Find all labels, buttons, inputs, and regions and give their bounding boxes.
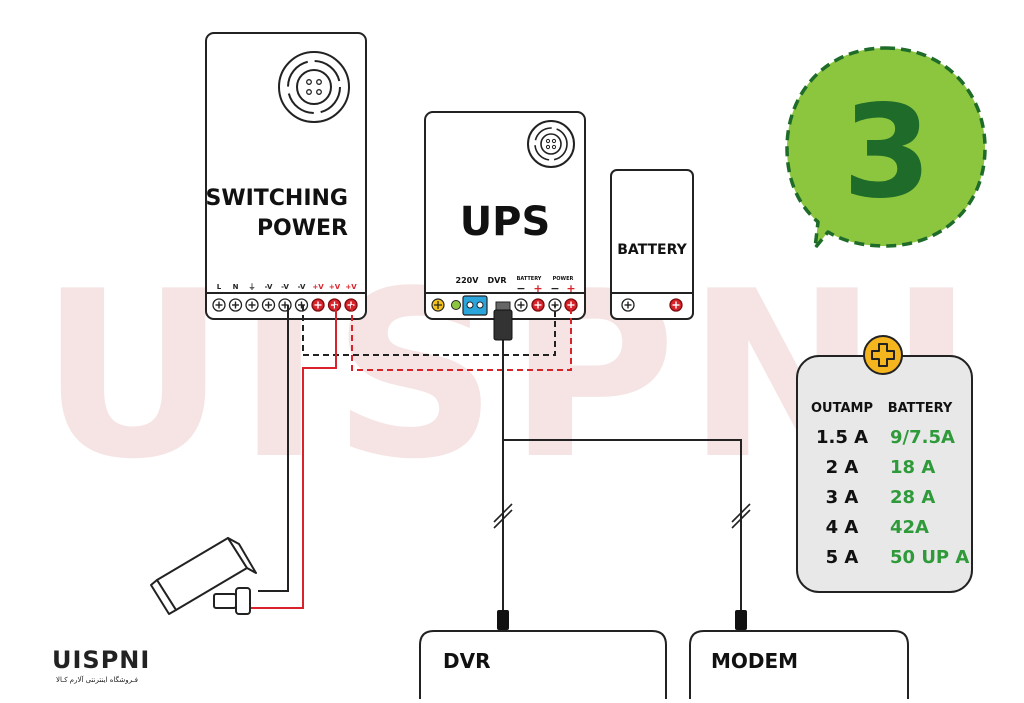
screw-terminal <box>245 298 259 312</box>
table-cell-outamp: 1.5 A <box>816 427 868 448</box>
svg-text:−: − <box>516 282 525 295</box>
svg-text:+: + <box>533 282 542 295</box>
terminal-label: -V <box>298 283 306 291</box>
terminal-label: N <box>233 283 239 291</box>
ups-output-terminals <box>514 298 578 312</box>
table-cell-outamp: 2 A <box>826 457 859 478</box>
amperage-table: OUTAMP BATTERY 1.5 A 9/7.5A 2 A 18 A 3 A 28 A… <box>796 335 973 593</box>
screw-terminal <box>514 298 528 312</box>
switching-power-terminals <box>212 298 358 312</box>
ups-ac-input-socket <box>462 295 488 316</box>
battery-unit: BATTERY <box>610 169 694 320</box>
table-cell-battery: 18 A <box>890 457 935 478</box>
terminal-label: ⏚ <box>249 283 256 291</box>
dc-jack-plug <box>493 301 513 341</box>
ups-title: UPS <box>460 199 551 245</box>
table-cell-outamp: 5 A <box>826 547 859 568</box>
ups-label-220v: 220V <box>456 276 480 285</box>
battery-title: BATTERY <box>617 242 687 258</box>
ups-polarity-marks: − + − + <box>516 282 575 295</box>
step-number: 3 <box>842 78 931 227</box>
ups-label-dvr: DVR <box>488 276 507 285</box>
ups-label-power: POWER <box>553 276 574 282</box>
table-cell-battery: 42A <box>890 517 929 538</box>
ups-label-battery: BATTERY <box>517 276 542 282</box>
terminal-label: +V <box>312 283 324 291</box>
fan-icon <box>278 51 350 123</box>
step-badge: 3 <box>785 46 987 250</box>
switching-power-title-line1: SWITCHING <box>205 186 348 211</box>
ups-unit: UPS 220V DVR BATTERY POWER − + − + <box>424 111 586 320</box>
logo-text: UISPNI <box>52 646 150 674</box>
screw-terminal <box>564 298 578 312</box>
modem-title: MODEM <box>711 649 798 673</box>
svg-text:+: + <box>566 282 575 295</box>
switching-power-title-line2: POWER <box>257 216 348 241</box>
modem-box: MODEM <box>689 630 909 699</box>
brand-logo: UISPNI فـروشگاه اینترنتی آلارم کـالا <box>52 646 150 684</box>
fan-icon <box>527 120 575 168</box>
terminal-label: +V <box>329 283 341 291</box>
terminal-label: L <box>217 283 222 291</box>
table-cell-battery: 50 UP A <box>890 547 969 568</box>
wiring <box>250 305 751 612</box>
cctv-camera-icon <box>150 537 257 615</box>
table-header-outamp: OUTAMP <box>811 401 873 416</box>
table-cell-battery: 28 A <box>890 487 935 508</box>
screw-terminal <box>212 298 226 312</box>
table-cell-battery: 9/7.5A <box>890 427 955 448</box>
switching-power-terminal-labels: L N ⏚ -V -V -V +V +V +V <box>217 283 357 291</box>
screw-terminal <box>294 298 309 312</box>
terminal-label: -V <box>265 283 273 291</box>
table-rows: 1.5 A 9/7.5A 2 A 18 A 3 A 28 A 4 A 42A 5 A 50 UP … <box>816 427 969 568</box>
modem-connector <box>735 610 747 630</box>
terminal-label: -V <box>281 283 289 291</box>
terminal-label: +V <box>345 283 357 291</box>
dvr-title: DVR <box>443 649 490 673</box>
table-header-battery: BATTERY <box>888 401 953 416</box>
table-cell-outamp: 3 A <box>826 487 859 508</box>
screw-terminal <box>261 298 276 312</box>
ups-input-fuse <box>431 298 461 312</box>
logo-subtitle: فـروشگاه اینترنتی آلارم کـالا <box>56 675 138 684</box>
battery-terminals <box>621 298 683 312</box>
dvr-box: DVR <box>419 630 667 699</box>
screw-terminal <box>278 298 292 312</box>
screw-terminal <box>327 298 342 312</box>
plus-icon <box>863 335 903 375</box>
screw-terminal <box>311 298 325 312</box>
screw-terminal <box>228 298 243 312</box>
screw-terminal <box>531 298 545 312</box>
battery-positive-terminal <box>669 298 683 312</box>
battery-negative-terminal <box>621 298 635 312</box>
svg-text:−: − <box>550 282 559 295</box>
table-cell-outamp: 4 A <box>826 517 859 538</box>
switching-power-unit: SWITCHING POWER L N ⏚ -V -V -V +V +V +V <box>205 32 367 320</box>
dvr-connector <box>497 610 509 630</box>
